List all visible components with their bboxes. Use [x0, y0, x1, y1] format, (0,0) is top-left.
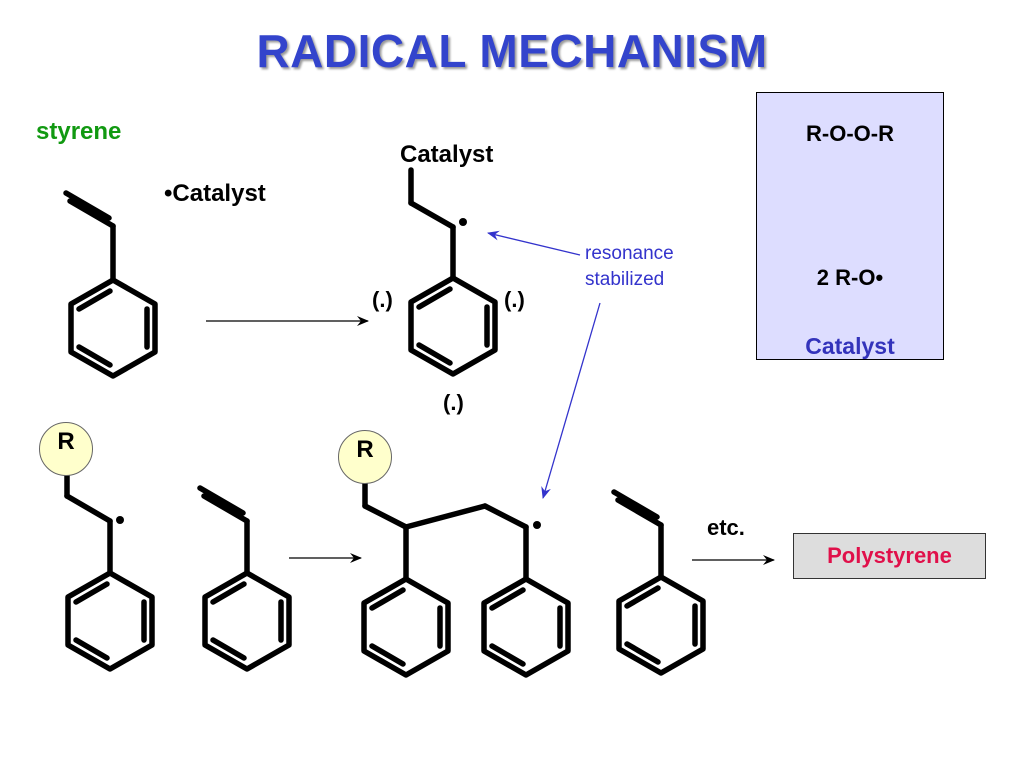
catalyst-radical-label: •Catalyst — [164, 180, 266, 207]
box-catalyst-label: Catalyst — [805, 333, 895, 359]
radical-dot — [459, 218, 467, 226]
resonance-line-1: resonance — [585, 243, 674, 264]
etc-label: etc. — [707, 515, 745, 540]
r-chain-radical-molecule — [64, 463, 155, 672]
resonance-arrow-down — [541, 302, 601, 499]
styrene-molecule-2 — [197, 485, 292, 672]
radical-site-label-ortho-right: (.) — [504, 287, 525, 312]
styrene-molecule — [63, 190, 158, 379]
peroxide-label: R-O-O-R — [806, 121, 894, 146]
r-group-circle-2: R — [338, 430, 392, 484]
r-group-circle: R — [39, 422, 93, 476]
radical-site-label-para: (.) — [443, 390, 464, 415]
radical-dot — [116, 516, 124, 524]
styrene-molecule-3 — [611, 489, 706, 676]
initiation-box: R-O-O-R 2 R-O• Catalyst — [756, 92, 944, 360]
styrene-label: styrene — [36, 118, 122, 145]
polystyrene-box: Polystyrene — [793, 533, 986, 579]
resonance-annotation: resonance stabilized — [585, 241, 674, 293]
dimer-radical-molecule — [361, 471, 571, 678]
page-title: RADICAL MECHANISM — [256, 25, 768, 77]
radical-dot — [533, 521, 541, 529]
resonance-arrow-up — [487, 230, 581, 256]
catalyst-label: Catalyst — [400, 141, 494, 168]
alkoxy-radicals-label: 2 R-O• — [816, 265, 884, 290]
benzyl-radical-molecule — [408, 167, 498, 377]
radical-site-label-ortho-left: (.) — [372, 287, 393, 312]
resonance-line-2: stabilized — [585, 269, 665, 290]
